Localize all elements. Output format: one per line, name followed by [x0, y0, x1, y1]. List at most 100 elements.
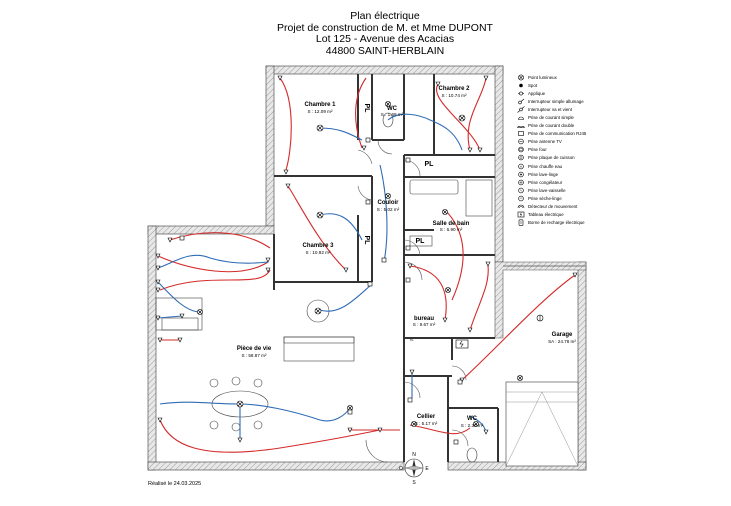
switch-markers: [179, 137, 463, 445]
legend-item-socket-simple: Prise de courant simple: [516, 113, 628, 121]
legend-item-socket-dryer: Prise sèche-linge: [516, 194, 628, 202]
wall-north-bedrooms: [265, 65, 504, 75]
legend-item-socket-dishwasher: Prise lave-vaisselle: [516, 186, 628, 194]
shower: [465, 179, 493, 217]
legend-item-socket-tv: Prise antenne TV: [516, 138, 628, 146]
sofa-back: [283, 336, 355, 344]
legend-label: Prise de communication RJ45: [528, 131, 587, 137]
sofa: [283, 336, 355, 362]
legend-label: Prise lave-linge: [528, 171, 559, 177]
light-point-living: [314, 307, 322, 315]
wall-east-bedrooms: [494, 65, 504, 263]
light-point-garage: [517, 375, 523, 381]
chair-4: [209, 420, 219, 430]
legend-label: Interrupteur va et vient: [528, 106, 572, 112]
switch-two-way-icon: [517, 106, 525, 113]
title-line-3: Lot 125 - Avenue des Acacias: [315, 33, 455, 45]
light-point-wcbas: [473, 421, 479, 427]
socket-tv-icon: [518, 139, 524, 145]
plan-symbols: [155, 75, 578, 445]
legend-item-socket-freezer: Prise congélateur: [516, 178, 628, 186]
socket-double-icon: [516, 126, 526, 128]
legend-label: Prise congélateur: [528, 179, 563, 185]
garage-door-hatch: [505, 391, 579, 467]
wall-west-living: [147, 225, 157, 471]
socket-dishwasher-icon: [518, 187, 524, 194]
light-point-cellier: [411, 421, 417, 427]
switch-simple-icon: [518, 98, 525, 105]
legend-label: Spot: [528, 82, 538, 88]
compass-rose: [404, 458, 424, 478]
chair-3: [253, 378, 263, 388]
legend-item-socket-rj45: Prise de communication RJ45: [516, 130, 628, 138]
light-point-bureau: [445, 287, 451, 293]
wall-garage-east: [577, 261, 587, 471]
legend-label: Détecteur de mouvement: [528, 204, 578, 210]
title-line-4: 44800 SAINT-HERBLAIN: [325, 44, 445, 57]
light-point-kitchen: [197, 309, 203, 315]
light-point-corridor: [385, 193, 391, 199]
light-point-ch1: [316, 124, 324, 132]
chair-5: [231, 422, 241, 432]
electrical-panel-icon: [517, 211, 525, 218]
ev-charger-icon: [518, 219, 524, 226]
legend-label: Borne de recharge électrique: [528, 220, 585, 226]
light-point-sdb: [442, 209, 448, 215]
light-point-ch2: [458, 114, 466, 122]
legend-item-socket-hob: Prise plaque de cuisson: [516, 154, 628, 162]
door-ch2: [403, 159, 421, 177]
legend-item-motion-detector: Détecteur de mouvement: [516, 203, 628, 211]
socket-rj45-icon: [518, 131, 524, 137]
door-garage: [451, 365, 467, 381]
socket-hob-icon: [518, 155, 524, 161]
legend-label: Prise de courant simple: [528, 115, 574, 121]
chair-6: [253, 420, 263, 430]
furniture: [155, 112, 493, 463]
light-point-dining: [236, 400, 244, 408]
door-ch1: [357, 149, 373, 165]
legend-item-socket-water-heater: Prise chauffe eau: [516, 162, 628, 170]
socket-dryer-icon: [518, 195, 524, 202]
kitchen-island: [161, 317, 199, 331]
wc-bowl-top: [382, 112, 394, 128]
wall-south-living: [147, 461, 405, 471]
legend-item-socket-double: Prise de courant double: [516, 122, 628, 130]
interior-walls: [273, 74, 499, 462]
door-ch3: [357, 185, 373, 201]
legend-item-electrical-panel: Tableau électrique: [516, 211, 628, 219]
legend-label: Prise sèche-linge: [528, 195, 562, 201]
legend-item-spot: Spot: [516, 81, 628, 89]
light-point-wc: [385, 101, 391, 107]
legend-item-socket-washer: Prise lave-linge: [516, 170, 628, 178]
wall-west-bedrooms: [265, 65, 275, 227]
legend-item-wall-light: Applique: [516, 89, 628, 97]
light-point-icon: [518, 74, 524, 80]
chair-1: [209, 378, 219, 388]
socket-markers: [155, 75, 578, 443]
socket-simple-icon: [518, 116, 524, 120]
socket-washer-icon: [518, 171, 524, 177]
motion-detector-icon: [517, 204, 525, 209]
garage-door: [505, 381, 579, 467]
socket-freezer-icon: [518, 179, 524, 185]
legend-label: Applique: [528, 90, 546, 96]
legend-label: Point lumineux: [528, 74, 557, 80]
wiring-blue: [157, 113, 487, 440]
title-line-2: Projet de construction de M. et Mme DUPO…: [277, 21, 493, 34]
legend-label: Prise plaque de cuisson: [528, 155, 575, 161]
title-block: Plan électrique Projet de construction d…: [240, 10, 530, 57]
legend-label: Prise four: [528, 147, 547, 153]
legend-label: Interrupteur simple allumage: [528, 98, 584, 104]
door-wc-haut: [377, 139, 393, 155]
ev-charger-plan: [536, 314, 544, 322]
legend-label: Prise chauffe eau: [528, 163, 563, 169]
door-entrance: [365, 439, 389, 463]
chair-2: [231, 376, 241, 386]
sink-bathroom: [409, 235, 433, 247]
door-bureau: [403, 261, 423, 281]
legend-label: Prise lave-vaisselle: [528, 187, 566, 193]
title-line-1: Plan électrique: [350, 10, 420, 22]
door-sdb: [403, 239, 421, 257]
